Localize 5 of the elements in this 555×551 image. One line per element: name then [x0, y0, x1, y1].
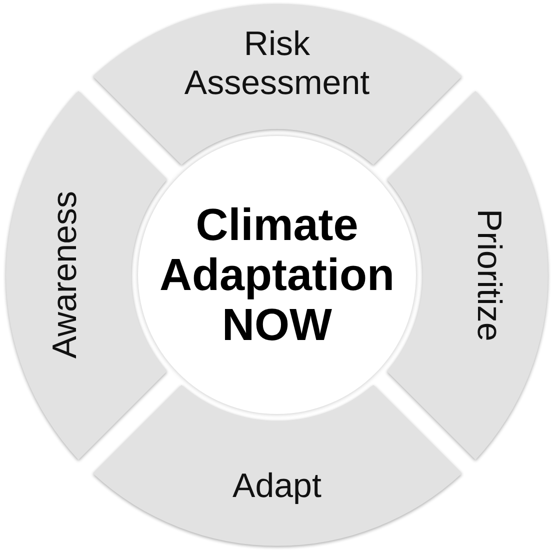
segment-label: Risk Assessment — [183, 24, 371, 103]
segment-label: Prioritize — [469, 208, 508, 342]
segment-label: Adapt — [232, 466, 322, 506]
center-title: Climate Adaptation NOW — [158, 200, 396, 351]
segment-label: Awareness — [46, 190, 85, 359]
